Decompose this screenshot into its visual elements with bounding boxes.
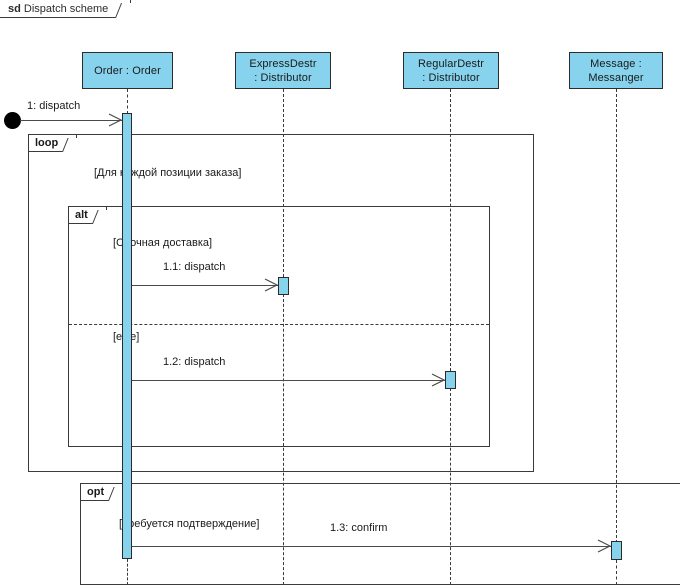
lifeline-stem-message-lower — [616, 560, 617, 585]
diagram-keyword: sd — [8, 3, 21, 15]
message-label-11: 1.1: dispatch — [163, 261, 226, 273]
message-line-13[interactable] — [132, 546, 611, 547]
fragment-loop[interactable]: loop — [28, 134, 534, 472]
lifeline-name-line2: : Distributor — [422, 71, 480, 84]
message-arrowhead-11 — [264, 278, 278, 292]
message-line-1[interactable] — [20, 120, 122, 121]
lifeline-name-line2: : Distributor — [254, 71, 312, 84]
lifeline-stem-message — [616, 89, 617, 543]
fragment-opt-guard: [Требуется подтверждение] — [119, 518, 260, 530]
lifeline-head-message[interactable]: Message : Messanger — [569, 52, 663, 89]
lifeline-name-line1: Order : Order — [94, 64, 161, 77]
fragment-alt-guard-first: [Срочная доставка] — [113, 237, 213, 249]
message-label-1: 1: dispatch — [27, 100, 81, 112]
diagram-frame-label: sd Dispatch scheme — [0, 0, 132, 18]
message-arrowhead-1 — [108, 113, 122, 127]
lifeline-stem-regular — [450, 89, 451, 371]
found-message-start-dot — [4, 112, 21, 129]
lifeline-name-line1: Message : — [590, 57, 642, 70]
fragment-opt-tag: opt — [81, 484, 124, 501]
message-label-13: 1.3: confirm — [330, 522, 388, 534]
message-line-12[interactable] — [132, 380, 445, 381]
lifeline-head-order[interactable]: Order : Order — [82, 52, 173, 89]
activation-bar-order[interactable] — [122, 113, 132, 559]
message-arrowhead-13 — [597, 539, 611, 553]
activation-bar-express[interactable] — [278, 277, 289, 295]
lifeline-head-express[interactable]: ExpressDestr : Distributor — [235, 52, 331, 89]
lifeline-stem-regular-lower — [450, 388, 451, 585]
lifeline-name-line2: Messanger — [588, 71, 644, 84]
fragment-loop-guard: [Для каждой позиции заказа] — [94, 167, 242, 179]
message-label-12: 1.2: dispatch — [163, 356, 226, 368]
activation-bar-message[interactable] — [611, 541, 622, 560]
lifeline-stem-order-bottom — [127, 559, 128, 585]
lifeline-name-line1: RegularDestr — [417, 57, 484, 70]
lifeline-stem-express — [283, 89, 284, 277]
diagram-title: Dispatch scheme — [23, 3, 109, 15]
message-arrowhead-12 — [431, 373, 445, 387]
fragment-loop-tag: loop — [29, 135, 78, 152]
activation-bar-regular[interactable] — [445, 371, 456, 389]
lifeline-stem-express-lower — [283, 294, 284, 585]
lifeline-name-line1: ExpressDestr — [249, 57, 317, 70]
lifeline-stem-order-top — [127, 89, 128, 114]
lifeline-head-regular[interactable]: RegularDestr : Distributor — [403, 52, 499, 89]
fragment-alt-tag: alt — [69, 207, 107, 224]
fragment-alt-divider — [69, 324, 489, 325]
message-line-11[interactable] — [132, 285, 278, 286]
fragment-alt[interactable]: alt — [68, 206, 490, 447]
